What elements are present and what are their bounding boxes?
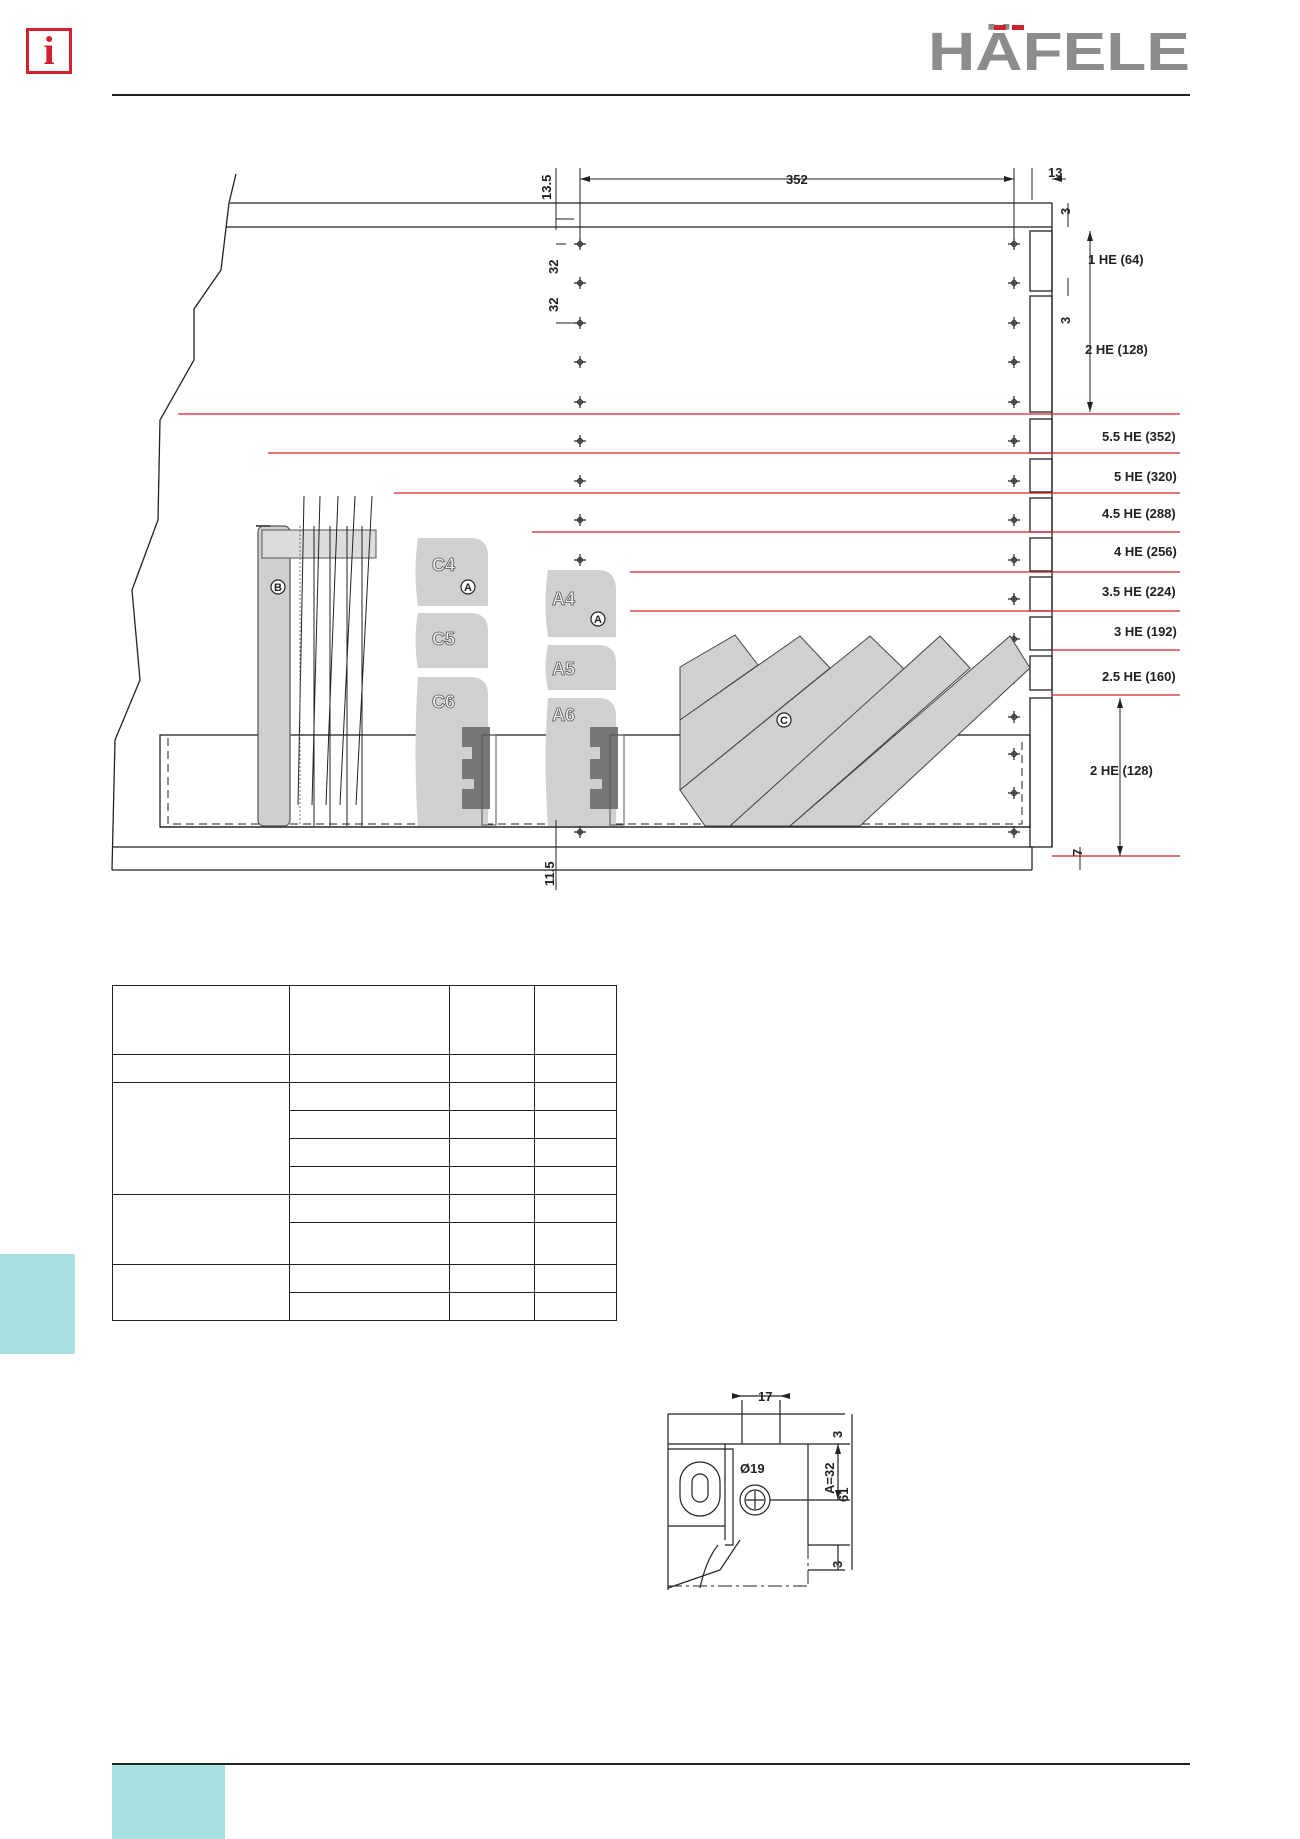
height-label: 3.5 HE (224) xyxy=(1102,584,1176,599)
table-cell xyxy=(112,1264,290,1321)
detail-hole-dia: Ø19 xyxy=(740,1461,765,1476)
brand-logo: HÄFELE xyxy=(928,22,1190,80)
dim-pitch-b: 32 xyxy=(546,298,561,312)
header-rule xyxy=(112,94,1190,96)
height-label: 3 HE (192) xyxy=(1114,624,1177,639)
table-cell xyxy=(112,1194,290,1265)
panel-group-c-diagonal xyxy=(679,634,1031,827)
table-cell xyxy=(112,1082,290,1195)
marker-b: B xyxy=(274,582,282,594)
label-a6: A6 xyxy=(552,705,575,725)
info-icon: i xyxy=(26,28,72,74)
label-c4: C4 xyxy=(432,555,455,575)
table-cell xyxy=(449,1054,535,1083)
table-cell xyxy=(534,1222,617,1265)
marker-c: C xyxy=(780,715,788,727)
detail-top-gap: 3 xyxy=(830,1431,845,1438)
height-label: 4 HE (256) xyxy=(1114,544,1177,559)
table-cell xyxy=(534,1194,617,1223)
dim-base-gap: 7 xyxy=(1070,849,1085,856)
table-cell xyxy=(534,1292,617,1321)
table-cell xyxy=(449,1264,535,1293)
table-cell xyxy=(449,1166,535,1195)
divider-b xyxy=(256,495,377,827)
height-label: 5.5 HE (352) xyxy=(1102,429,1176,444)
detail-bottom-gap: 3 xyxy=(830,1561,845,1568)
dim-bottom-offset: 11.5 xyxy=(542,861,557,886)
dim-top-gap: 3 xyxy=(1058,208,1073,215)
dim-side-gap: 13 xyxy=(1048,165,1062,180)
height-label: 2 HE (128) xyxy=(1085,342,1148,357)
label-a4: A4 xyxy=(552,589,575,609)
dim-hole-span: 352 xyxy=(786,172,808,187)
table-cell xyxy=(289,1222,450,1265)
hole-detail-drawing: 17 Ø19 3 A=32 61 3 xyxy=(667,1389,853,1590)
brand-accent-right xyxy=(1012,25,1024,30)
marker-a2: A xyxy=(594,614,602,626)
table-cell xyxy=(449,1138,535,1167)
height-label: 1 HE (64) xyxy=(1088,252,1144,267)
height-label: 2 HE (128) xyxy=(1090,763,1153,778)
table-cell xyxy=(112,1054,290,1083)
table-cell xyxy=(534,1110,617,1139)
break-line xyxy=(111,173,237,871)
footer-rule xyxy=(112,1763,1190,1765)
table-cell xyxy=(289,1292,450,1321)
marker-a1: A xyxy=(464,582,472,594)
dim-mid-gap: 3 xyxy=(1058,317,1073,324)
footer-tab xyxy=(112,1763,225,1839)
table-cell xyxy=(449,1292,535,1321)
label-c5: C5 xyxy=(432,629,455,649)
dim-pitch-a: 32 xyxy=(546,260,561,274)
table-cell xyxy=(449,1110,535,1139)
dim-top-offset: 13.5 xyxy=(539,175,554,200)
detail-height: 61 xyxy=(836,1488,851,1502)
table-cell xyxy=(534,1054,617,1083)
table-cell xyxy=(289,1082,450,1111)
height-label: 5 HE (320) xyxy=(1114,469,1177,484)
detail-pitch: A=32 xyxy=(822,1463,837,1494)
height-label: 2.5 HE (160) xyxy=(1102,669,1176,684)
section-tab xyxy=(0,1254,75,1354)
label-c6: C6 xyxy=(432,692,455,712)
height-label: 4.5 HE (288) xyxy=(1102,506,1176,521)
brand-accent-left xyxy=(994,25,1006,30)
brand-name: HÄFELE xyxy=(928,22,1190,80)
label-a5: A5 xyxy=(552,659,575,679)
spec-table xyxy=(112,985,617,1321)
table-cell xyxy=(289,985,450,1055)
cabinet-section-drawing: C4 C5 C6 A4 A5 A6 A A B C xyxy=(111,165,1180,890)
table-cell xyxy=(534,1264,617,1293)
detail-width: 17 xyxy=(758,1389,772,1404)
